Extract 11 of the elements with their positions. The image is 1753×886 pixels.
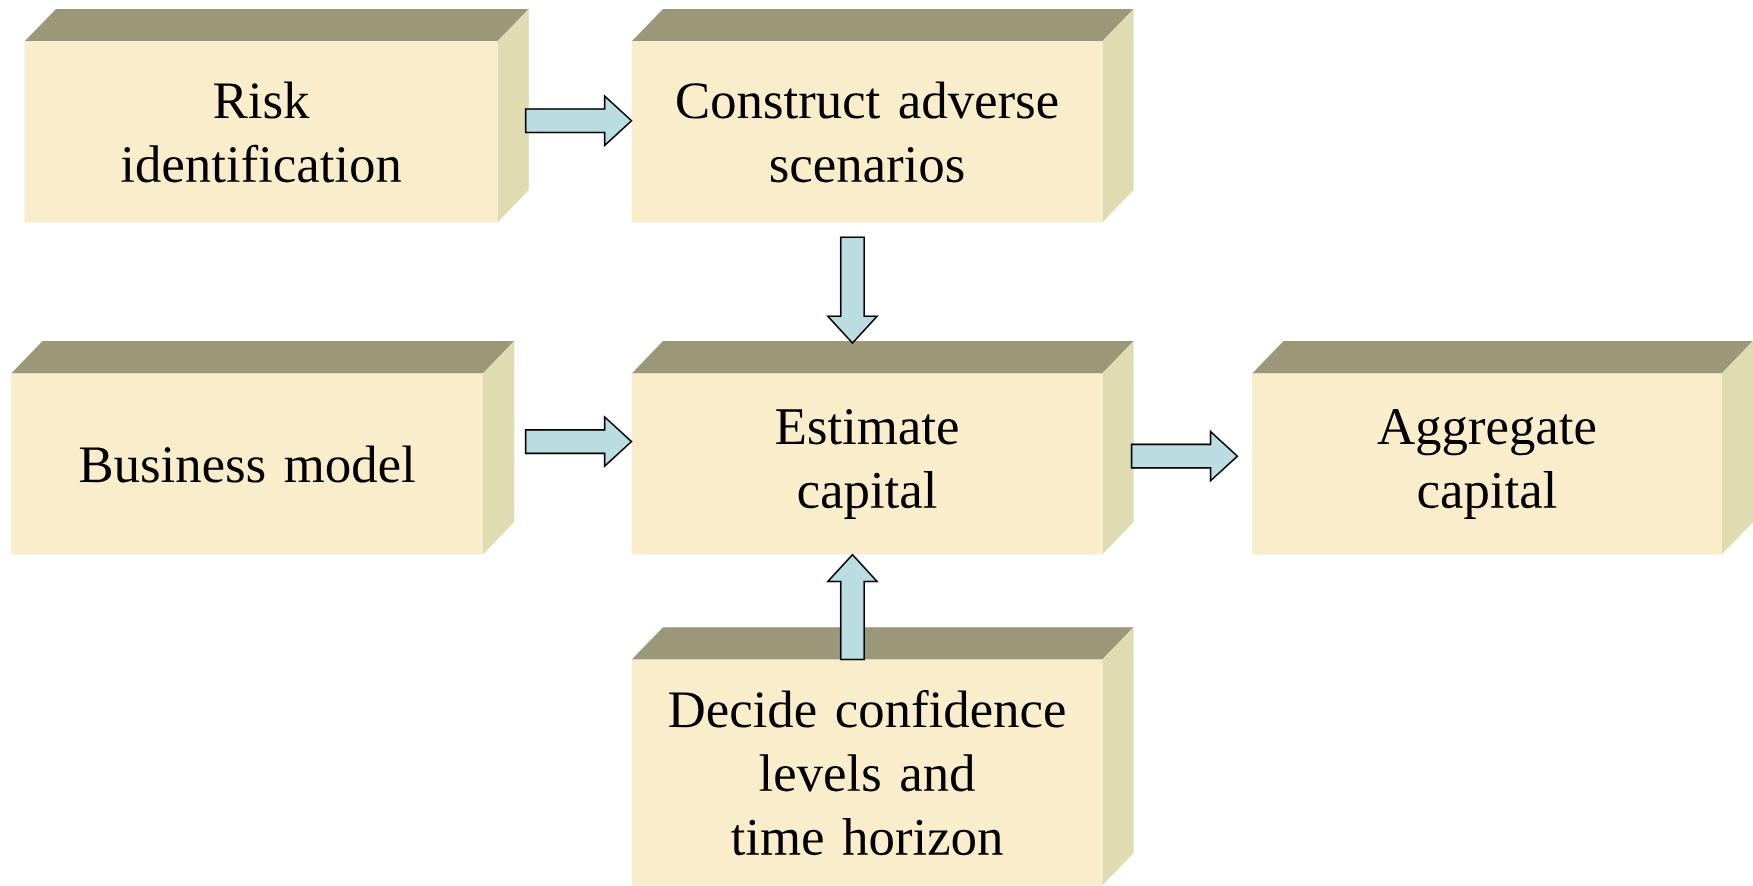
arrow	[826, 236, 879, 345]
process-box: Construct adverse scenarios	[631, 8, 1134, 223]
process-box: Estimate capital	[631, 341, 1134, 555]
process-box: Decide confidence levels and time horizon	[631, 627, 1134, 886]
arrow	[524, 94, 633, 148]
process-box: Business model	[11, 341, 515, 555]
process-box: Risk identification	[24, 8, 529, 223]
arrow	[1130, 429, 1239, 483]
process-box: Aggregate capital	[1252, 341, 1753, 555]
arrow	[524, 415, 633, 468]
arrow	[826, 553, 879, 661]
